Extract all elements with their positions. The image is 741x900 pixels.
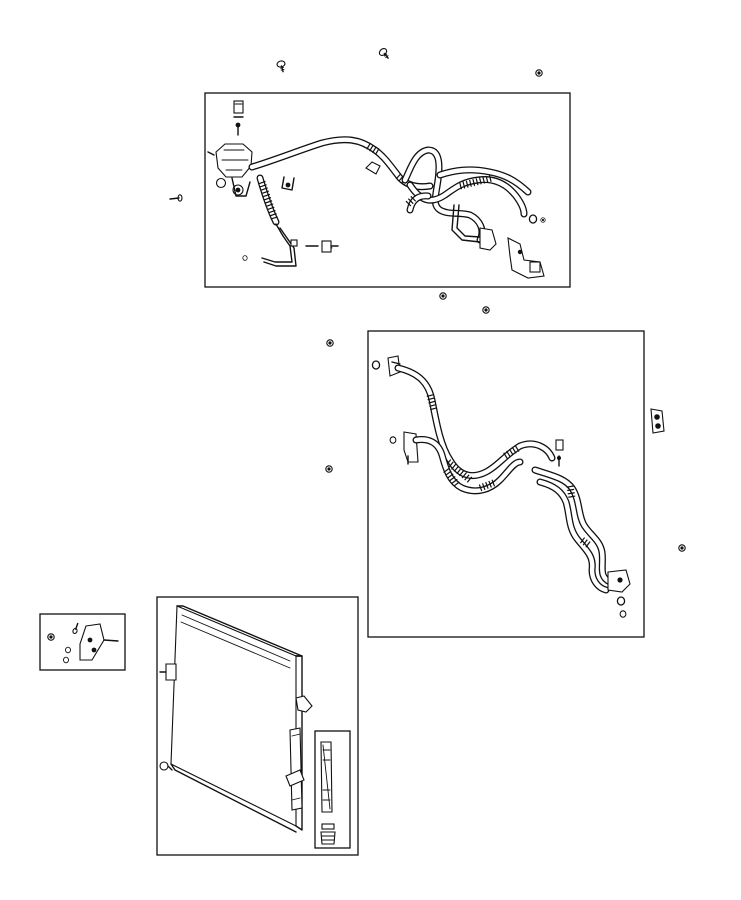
o-ring-icon [65,646,71,654]
receiver-drier-frame [314,730,351,849]
rear-hose-frame [367,330,645,638]
cap-icon [233,100,244,114]
nut-icon [678,544,686,552]
condenser-frame [156,596,359,856]
screw-icon [72,622,79,634]
o-ring-icon [528,214,538,224]
nut-icon [482,306,490,314]
condenser-core-icon [170,605,303,833]
bolt-icon [169,194,183,202]
rear-hose-assembly [367,330,645,638]
bracket-clip-icon [650,408,665,434]
front-hose-assembly [204,92,571,288]
o-ring-icon [371,360,381,370]
nut-icon [535,69,543,77]
o-ring-icon [616,596,626,606]
nut-icon [326,339,334,347]
mount-grommet-icon [159,761,169,771]
condenser-assembly [156,596,359,856]
screw-icon [377,46,392,62]
plug-icon [321,823,335,830]
loose-hardware-top [169,46,686,552]
o-ring-icon [242,255,248,261]
mounting-bracket-icon [507,237,545,279]
front-hose-frame [204,92,571,288]
bracket-icon [165,663,177,681]
screw-icon [275,59,288,74]
nut-icon [47,633,55,641]
nut-icon [325,465,333,473]
fitting-icon [295,695,313,713]
bracket-block-icon [79,623,105,661]
valve-fitting-icon [321,240,332,253]
o-ring-icon [389,436,397,444]
bracket-kit-frame [39,613,126,671]
nut-icon [439,292,447,300]
cap-icon [555,439,564,451]
nut-icon [540,217,546,223]
o-ring-icon [619,610,627,618]
manifold-block-icon [207,143,253,197]
hose-clip-icon [281,161,381,191]
bracket-kit [39,613,126,671]
receiver-drier-kit [314,730,351,849]
o-ring-icon [63,656,69,664]
